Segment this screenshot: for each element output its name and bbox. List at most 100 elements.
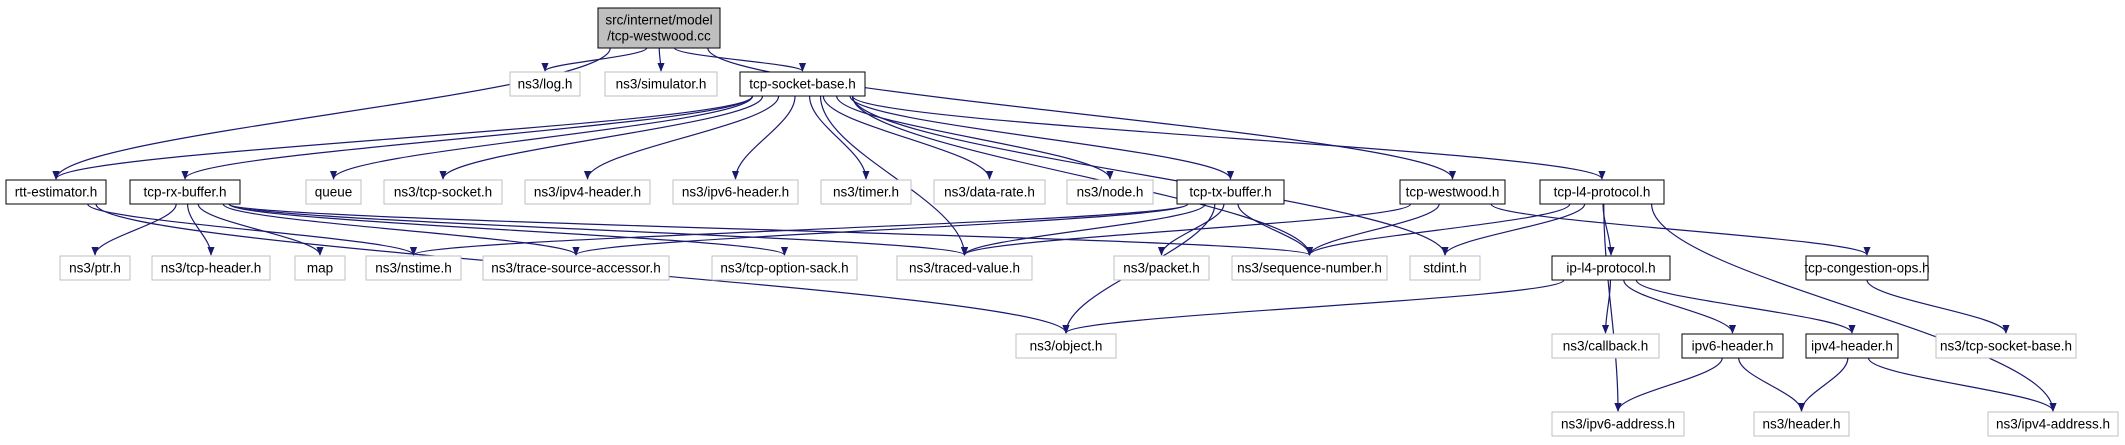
edge-tcpsocketbase-to-rxbuf [181,95,754,180]
node-nstime: ns3/nstime.h [365,255,462,281]
edge-txbuf-to-nstime [410,203,1189,256]
node-ptr-box [59,255,131,281]
node-congops[interactable]: tcp-congestion-ops.h [1804,255,1930,281]
edge-ipl4-to-object [1062,279,1565,334]
node-sack-box [711,255,858,281]
node-object-label: ns3/object.h [1030,339,1103,354]
node-tcpheader-label: ns3/tcp-header.h [161,261,262,276]
node-map-label: map [307,261,333,276]
node-ipv6hdr-label: ipv6-header.h [1692,339,1774,354]
node-sack: ns3/tcp-option-sack.h [711,255,858,281]
edge-tcpsocketbase-to-ipv6hdr3 [731,95,796,180]
node-log-label: ns3/log.h [518,77,573,92]
node-rxbuf[interactable]: tcp-rx-buffer.h [129,179,241,205]
edge-tcpsocketbase-to-node [836,95,1114,180]
node-seq-label: ns3/sequence-number.h [1237,261,1382,276]
node-txbuf-box [1176,179,1285,205]
node-simulator-box [604,71,718,97]
node-datarate-label: ns3/data-rate.h [944,185,1035,200]
node-seq-box [1231,255,1388,281]
node-ipv4hdr[interactable]: ipv4-header.h [1805,333,1899,359]
node-ipl4-box [1551,255,1671,281]
edge-l4-to-ipv6addr [1603,203,1622,412]
node-rtt-box [5,179,107,205]
node-tcpsocketbase-label: tcp-socket-base.h [749,77,856,92]
edge-l4-to-ipv4addr [1651,203,2057,412]
edge-tcpsocketbase-to-traced [819,95,969,256]
node-node-label: ns3/node.h [1077,185,1144,200]
node-node-box [1066,179,1154,205]
edge-ipv6hdr-to-header [1738,357,1806,412]
edge-root-to-simulator [657,47,665,72]
edge-root-to-tcpsocketbase [673,47,806,72]
node-header: ns3/header.h [1753,411,1850,437]
node-ipv6hdr3-label: ns3/ipv6-header.h [682,185,789,200]
node-root-label: /tcp-westwood.cc [607,29,711,44]
node-tcpsocketbase3-box [1935,333,2077,359]
edge-ipv4hdr-to-header [1797,357,1849,412]
node-queue-box [305,179,362,205]
node-tcpheader-box [151,255,271,281]
node-stdint-label: stdint.h [1423,261,1467,276]
edge-tcpsocketbase-to-l4 [851,95,1606,180]
node-traced-label: ns3/traced-value.h [909,261,1020,276]
edge-ipv6hdr-to-ipv6addr [1614,357,1723,412]
node-l4-box [1539,179,1665,205]
edge-tcpsocketbase-to-tcpsocket [439,95,764,180]
edge-tcpsocketbase-to-seq [851,95,1314,256]
node-tcpsocket-box [383,179,503,205]
node-seq: ns3/sequence-number.h [1231,255,1388,281]
node-ipv6addr: ns3/ipv6-address.h [1551,411,1685,437]
node-timer-box [820,179,912,205]
edge-ipl4-to-callback [1601,279,1612,334]
node-datarate-box [933,179,1046,205]
node-tcpsocket-label: ns3/tcp-socket.h [394,185,492,200]
node-stdint-box [1409,255,1481,281]
node-tcpsocketbase3: ns3/tcp-socket-base.h [1935,333,2077,359]
edge-tcpsocketbase-to-ipv4hdr3 [583,95,780,180]
node-westwood-box [1399,179,1506,205]
edge-root-to-log [541,47,648,72]
node-datarate: ns3/data-rate.h [933,179,1046,205]
node-tcpsocket: ns3/tcp-socket.h [383,179,503,205]
node-rxbuf-box [129,179,241,205]
node-txbuf[interactable]: tcp-tx-buffer.h [1176,179,1285,205]
node-tcpsocketbase[interactable]: tcp-socket-base.h [739,71,866,97]
node-trace: ns3/trace-source-accessor.h [482,255,670,281]
node-ipv6addr-box [1551,411,1685,437]
node-rtt[interactable]: rtt-estimator.h [5,179,107,205]
node-ipv6hdr-box [1681,333,1784,359]
node-westwood[interactable]: tcp-westwood.h [1399,179,1506,205]
node-queue: queue [305,179,362,205]
edge-tcpsocketbase-to-txbuf [849,95,1234,180]
edge-tcpsocketbase-to-timer [808,95,870,180]
node-root[interactable]: src/internet/model/tcp-westwood.cc [597,7,721,49]
node-callback-label: ns3/callback.h [1563,339,1649,354]
edge-rxbuf-to-seq [228,203,1313,256]
node-rxbuf-label: tcp-rx-buffer.h [143,185,226,200]
edge-rxbuf-to-traced [228,203,968,256]
node-ipv4hdr-label: ipv4-header.h [1811,339,1893,354]
edge-root-to-westwood [707,47,1456,180]
edge-westwood-to-traced [961,203,1412,256]
node-traced-box [896,255,1033,281]
node-timer: ns3/timer.h [820,179,912,205]
node-tcpsocketbase3-label: ns3/tcp-socket-base.h [1940,339,2072,354]
node-l4[interactable]: tcp-l4-protocol.h [1539,179,1665,205]
edge-westwood-to-congops [1490,203,1871,256]
edge-congops-to-tcpsocketbase3 [1866,279,2010,334]
edge-westwood-to-seq [1305,203,1440,256]
node-trace-label: ns3/trace-source-accessor.h [491,261,661,276]
edge-ipv4hdr-to-ipv4addr [1867,357,2057,412]
node-tcpheader: ns3/tcp-header.h [151,255,271,281]
edge-tcpsocketbase-to-stdint [851,95,1449,256]
node-ipv6hdr[interactable]: ipv6-header.h [1681,333,1784,359]
node-ipl4[interactable]: ip-l4-protocol.h [1551,255,1671,281]
dependency-edges [52,47,2057,412]
node-stdint: stdint.h [1409,255,1481,281]
node-map: map [294,255,346,281]
edge-ipl4-to-ipv4hdr [1635,279,1856,334]
edge-txbuf-to-trace [572,203,1189,256]
node-ipv4hdr3-box [524,179,651,205]
